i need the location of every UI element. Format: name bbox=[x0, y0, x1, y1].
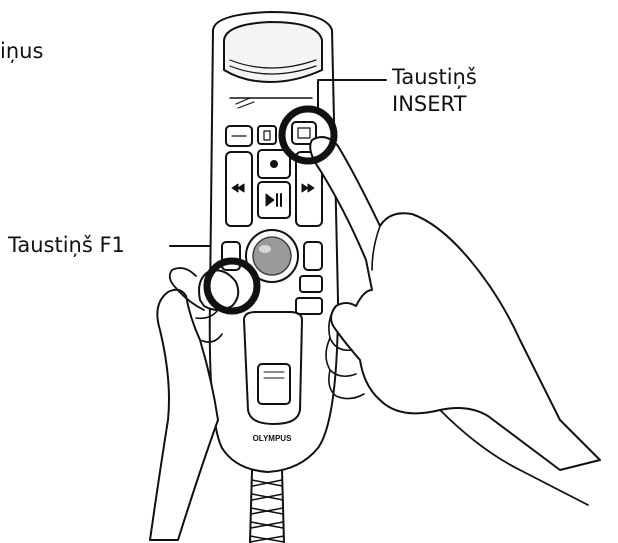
f2-side-button bbox=[304, 242, 322, 270]
slide-switch bbox=[258, 364, 290, 404]
f3-button bbox=[300, 276, 322, 292]
cable bbox=[250, 470, 284, 543]
erase-button bbox=[258, 126, 276, 144]
f1-side-button bbox=[222, 242, 240, 270]
brand-text: OLYMPUS bbox=[253, 434, 292, 443]
right-hand bbox=[310, 137, 600, 470]
eol-button bbox=[296, 298, 322, 314]
left-hand bbox=[150, 290, 218, 540]
trackball bbox=[253, 237, 291, 275]
microphone-head bbox=[224, 22, 322, 82]
